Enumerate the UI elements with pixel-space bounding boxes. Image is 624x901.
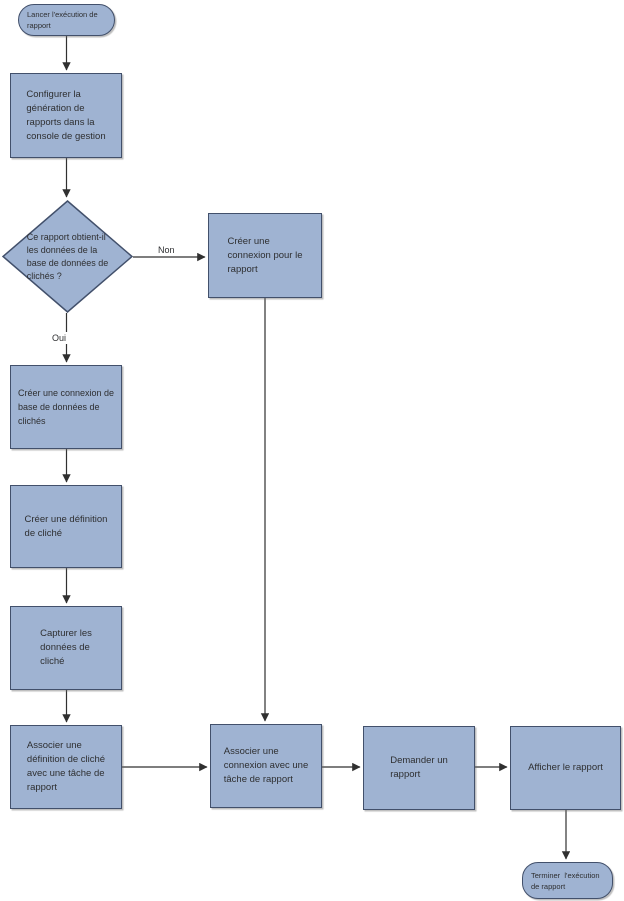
process-label: Associer une connexion avec une tâche de… — [223, 746, 309, 785]
decision-snapshot-database: Ce rapport obtient-il les données de la … — [2, 200, 133, 313]
start-node: Lancer l'exécution de rapport — [18, 4, 115, 36]
process-create-snapshot-db-connection: Créer une connexion de base de données d… — [10, 365, 122, 449]
process-label: Créer une connexion de base de données d… — [17, 388, 115, 426]
end-node-label: Terminer l'exécution de rapport — [531, 870, 600, 891]
end-node: Terminer l'exécution de rapport — [522, 862, 613, 899]
decision-label: Ce rapport obtient-il les données de la … — [26, 231, 109, 281]
process-label: Capturer les données de cliché — [40, 628, 92, 667]
edge-label-non: Non — [156, 244, 177, 256]
start-node-label: Lancer l'exécution de rapport — [27, 10, 98, 30]
diamond-shape — [2, 200, 133, 313]
process-request-report: Demander un rapport — [363, 726, 475, 810]
process-label: Créer une définition de cliché — [24, 513, 108, 539]
process-display-report: Afficher le rapport — [510, 726, 621, 810]
process-label: Créer une connexion pour le rapport — [227, 235, 303, 275]
process-create-connection-for-report: Créer une connexion pour le rapport — [208, 213, 322, 298]
process-create-snapshot-definition: Créer une définition de cliché — [10, 485, 122, 568]
process-label: Demander un rapport — [390, 755, 448, 780]
edge-label-oui: Oui — [50, 332, 69, 344]
process-label: Associer une définition de cliché avec u… — [26, 740, 106, 793]
process-capture-snapshot-data: Capturer les données de cliché — [10, 606, 122, 690]
process-label: Afficher le rapport — [528, 762, 603, 773]
process-associate-connection-with-report-task: Associer une connexion avec une tâche de… — [210, 724, 322, 808]
process-associate-definition-with-report-task: Associer une définition de cliché avec u… — [10, 725, 122, 809]
process-configure-report-generation: Configurer la génération de rapports dan… — [10, 73, 122, 158]
process-label: Configurer la génération de rapports dan… — [26, 88, 106, 142]
